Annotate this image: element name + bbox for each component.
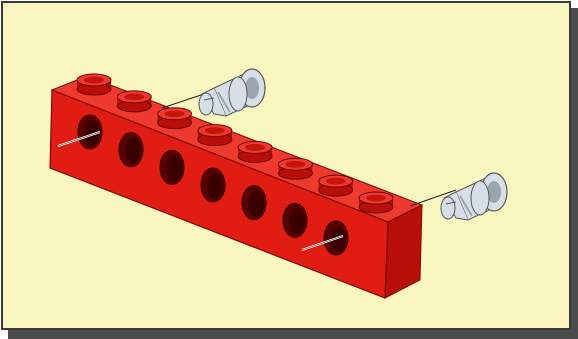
brick-stud	[238, 141, 272, 162]
brick-stud	[158, 108, 192, 129]
brick-hole	[283, 203, 307, 237]
brick-stud	[319, 175, 353, 196]
brick-stud	[117, 91, 151, 112]
brick-stud	[359, 192, 393, 213]
brick-stud	[198, 125, 232, 146]
brick-hole	[242, 186, 266, 220]
brick-hole	[201, 168, 225, 202]
brick-hole	[160, 150, 184, 184]
brick-stud	[278, 158, 312, 179]
brick-hole	[119, 133, 143, 167]
brick-stud	[77, 74, 111, 95]
